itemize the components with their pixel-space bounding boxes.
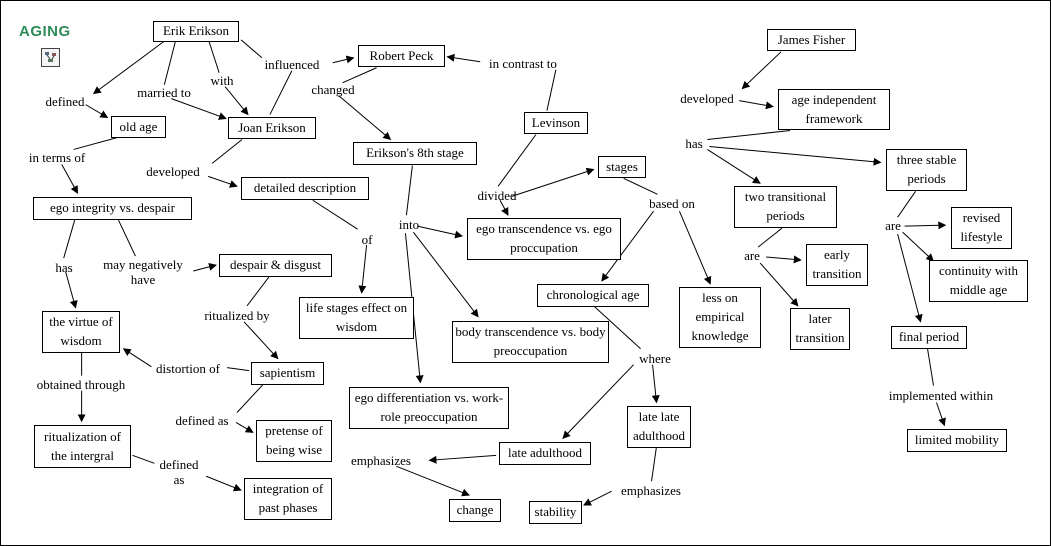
map-title: AGING (19, 23, 71, 40)
edge-robert-peck-changed-8th-stage (338, 67, 392, 141)
edge-label-emphasizes-left: emphasizes (351, 453, 411, 468)
edge-label-changed: changed (311, 82, 355, 97)
edge-label-of: of (361, 232, 373, 247)
edge-label-with: with (210, 73, 234, 88)
node-life-stages-effect-on-wisdom[interactable]: life stages effect on wisdom (299, 297, 414, 339)
edge-label-defined-as-1: defined as (175, 413, 229, 428)
edge-label-emphasizes-right: emphasizes (621, 483, 681, 498)
node-detailed-description[interactable]: detailed description (241, 177, 369, 200)
edge-three-stable-are (897, 191, 947, 323)
node-eriksons-8th-stage[interactable]: Erikson's 8th stage (353, 142, 477, 165)
edge-label-where: where (639, 351, 671, 366)
node-change[interactable]: change (449, 499, 501, 522)
edge-label-distortion-of: distortion of (156, 361, 220, 376)
edge-label-divided: divided (477, 188, 517, 203)
edge-label-has-ego-integrity: has (55, 260, 73, 275)
edge-label-into: into (398, 217, 420, 232)
node-erik-erikson[interactable]: Erik Erikson (153, 21, 239, 42)
node-body-transcendence[interactable]: body transcendence vs. body preoccupatio… (452, 321, 609, 363)
node-ritualization-of-the-intergral[interactable]: ritualization of the intergral (34, 425, 131, 468)
edge-label-may-negatively-have: may negatively have (103, 257, 183, 287)
node-early-transition[interactable]: early transition (806, 244, 868, 286)
node-ego-differentiation[interactable]: ego differentiation vs. work-role preocc… (349, 387, 509, 429)
edge-label-are-two-transitional: are (744, 248, 760, 263)
node-integration-of-past-phases[interactable]: integration of past phases (244, 478, 332, 520)
node-chronological-age[interactable]: chronological age (537, 284, 649, 307)
edge-label-developed-fisher: developed (680, 91, 734, 106)
node-age-independent-framework[interactable]: age independent framework (778, 89, 890, 130)
node-despair-and-disgust[interactable]: despair & disgust (219, 254, 332, 277)
node-less-on-empirical-knowledge[interactable]: less on empirical knowledge (679, 287, 761, 348)
node-continuity-with-middle-age[interactable]: continuity with middle age (929, 260, 1028, 302)
node-old-age[interactable]: old age (111, 116, 166, 138)
node-joan-erikson[interactable]: Joan Erikson (228, 117, 316, 139)
node-late-late-adulthood[interactable]: late late adulthood (627, 406, 691, 448)
edge-label-ritualized-by: ritualized by (204, 308, 270, 323)
edge-label-married-to: married to (137, 85, 191, 100)
node-the-virtue-of-wisdom[interactable]: the virtue of wisdom (42, 311, 120, 353)
node-ego-transcendence[interactable]: ego transcendence vs. ego proccupation (467, 218, 621, 260)
edge-label-defined-as-2: defined as (159, 457, 199, 487)
node-two-transitional-periods[interactable]: two transitional periods (734, 186, 837, 228)
edge-two-transitional-are (757, 227, 802, 307)
node-pretense-of-being-wise[interactable]: pretense of being wise (256, 420, 332, 462)
node-stages[interactable]: stages (598, 156, 646, 178)
node-ego-integrity-vs-despair[interactable]: ego integrity vs. despair (33, 197, 192, 220)
node-limited-mobility[interactable]: limited mobility (907, 429, 1007, 452)
node-robert-peck[interactable]: Robert Peck (358, 45, 445, 67)
edge-erik-defined-old-age (85, 41, 164, 119)
edge-label-influenced: influenced (264, 57, 320, 72)
edge-fisher-developed-framework (739, 51, 782, 110)
node-revised-lifestyle[interactable]: revised lifestyle (951, 207, 1012, 249)
node-james-fisher[interactable]: James Fisher (767, 29, 856, 51)
edge-erik-joan-influenced-robert-peck (240, 39, 355, 115)
edge-label-in-contrast-to: in contrast to (489, 56, 557, 71)
node-sapientism[interactable]: sapientism (251, 362, 324, 385)
edge-label-has-fisher: has (685, 136, 703, 151)
edge-label-implemented-within: implemented within (888, 388, 994, 403)
node-late-adulthood[interactable]: late adulthood (499, 442, 591, 465)
edge-joan-developed-detailed-description (208, 139, 243, 188)
cmap-resource-icon[interactable] (41, 48, 60, 67)
node-stability[interactable]: stability (529, 501, 582, 524)
edge-label-obtained-through: obtained through (36, 377, 126, 392)
edge-label-based-on: based on (649, 196, 695, 211)
edge-label-defined: defined (45, 94, 85, 109)
node-levinson[interactable]: Levinson (524, 112, 588, 134)
edge-label-are-three-stable: are (885, 218, 901, 233)
mini-map-glyph (45, 52, 56, 62)
node-final-period[interactable]: final period (891, 326, 967, 349)
edge-label-in-terms-of: in terms of (28, 150, 86, 165)
node-three-stable-periods[interactable]: three stable periods (886, 149, 967, 191)
node-later-transition[interactable]: later transition (790, 308, 850, 350)
edge-label-developed-joan: developed (146, 164, 200, 179)
edge-framework-has (707, 130, 882, 184)
